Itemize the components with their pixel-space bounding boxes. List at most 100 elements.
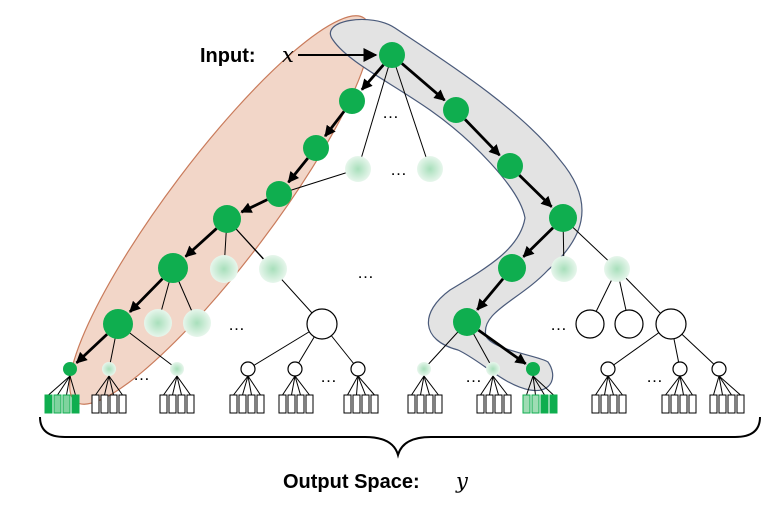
output-leaf (247, 394, 256, 414)
faded-node (486, 362, 500, 376)
active-node (497, 153, 523, 179)
empty-node (711, 361, 727, 377)
active-node (526, 362, 540, 376)
output-leaf (522, 394, 531, 414)
output-label-text: Output Space: (283, 471, 420, 493)
faded-node (604, 256, 630, 282)
leaf-edge (492, 375, 508, 396)
tree-edge (278, 168, 359, 195)
output-leaf (109, 394, 118, 414)
output-leaf (540, 394, 549, 414)
active-node (303, 135, 329, 161)
faded-node (170, 362, 184, 376)
output-leaf (44, 394, 53, 414)
output-leaf (425, 394, 434, 414)
path-arrow (522, 226, 554, 258)
output-leaf (618, 394, 627, 414)
output-leaf (370, 394, 379, 414)
active-node (443, 97, 469, 123)
output-leaf (549, 394, 558, 414)
empty-node (614, 309, 644, 339)
output-leaf (256, 394, 265, 414)
output-leaf (718, 394, 727, 414)
ellipsis: … (550, 315, 567, 334)
leaf-edge (176, 375, 191, 396)
ellipsis: … (390, 160, 407, 179)
leaf-edge (294, 375, 310, 396)
output-leaf (476, 394, 485, 414)
active-node (103, 309, 133, 339)
leaf-edge (679, 375, 684, 396)
path-arrow (518, 174, 553, 208)
path-arrow (240, 198, 268, 214)
output-leaf (296, 394, 305, 414)
leaf-edge (532, 375, 536, 396)
output-leaf (238, 394, 247, 414)
leaf-edge (57, 375, 71, 396)
output-leaf (361, 394, 370, 414)
leaf-edge (679, 375, 693, 396)
output-brace (39, 416, 761, 459)
empty-node (672, 361, 688, 377)
leaf-edge (665, 375, 681, 396)
faded-node (144, 309, 172, 337)
ellipsis: … (382, 103, 399, 122)
leaf-edge (718, 375, 732, 396)
ellipsis: … (320, 367, 337, 386)
input-variable: x (282, 43, 294, 67)
output-leaf (352, 394, 361, 414)
ellipsis: … (357, 263, 374, 282)
ellipsis: … (646, 367, 663, 386)
tree-edge (391, 54, 431, 170)
faded-node (417, 156, 443, 182)
output-leaf (709, 394, 718, 414)
output-leaf (100, 394, 109, 414)
path-arrow (360, 63, 385, 91)
faded-node (102, 362, 116, 376)
output-leaf (118, 394, 127, 414)
leaf-edge (526, 375, 534, 396)
output-leaf (407, 394, 416, 414)
leaf-edge (357, 375, 375, 396)
output-leaf (503, 394, 512, 414)
output-leaf (485, 394, 494, 414)
output-leaf (670, 394, 679, 414)
output-leaf (688, 394, 697, 414)
leaf-edge (492, 375, 499, 396)
leaf-edge (718, 375, 741, 396)
empty-node (287, 361, 303, 377)
empty-node (350, 361, 366, 377)
output-leaf (736, 394, 745, 414)
leaf-edge (595, 375, 609, 396)
leaf-edge (172, 375, 178, 396)
leaf-edge (480, 375, 494, 396)
active-node (498, 254, 526, 282)
output-leaf (416, 394, 425, 414)
output-leaf (591, 394, 600, 414)
active-node (266, 181, 292, 207)
faded-node (210, 255, 238, 283)
output-leaf (727, 394, 736, 414)
leaf-edge (108, 375, 123, 396)
path-arrow (324, 110, 346, 137)
leaf-edge (489, 375, 494, 396)
leaf-edge (356, 375, 359, 396)
path-arrow (464, 118, 501, 157)
leaf-edge (233, 375, 249, 396)
active-node (379, 42, 405, 68)
active-node (339, 88, 365, 114)
tree-edge (357, 54, 393, 170)
leaf-edge (423, 375, 439, 396)
faded-node (183, 309, 211, 337)
path-arrow (75, 333, 109, 364)
output-leaf (62, 394, 71, 414)
output-variable: y (455, 469, 469, 493)
leaf-edge (674, 375, 681, 396)
ellipsis: … (133, 365, 150, 384)
output-leaf (177, 394, 186, 414)
leaf-edge (291, 375, 296, 396)
output-leaf (53, 394, 62, 414)
output-leaf (168, 394, 177, 414)
leaf-edge (48, 375, 71, 396)
